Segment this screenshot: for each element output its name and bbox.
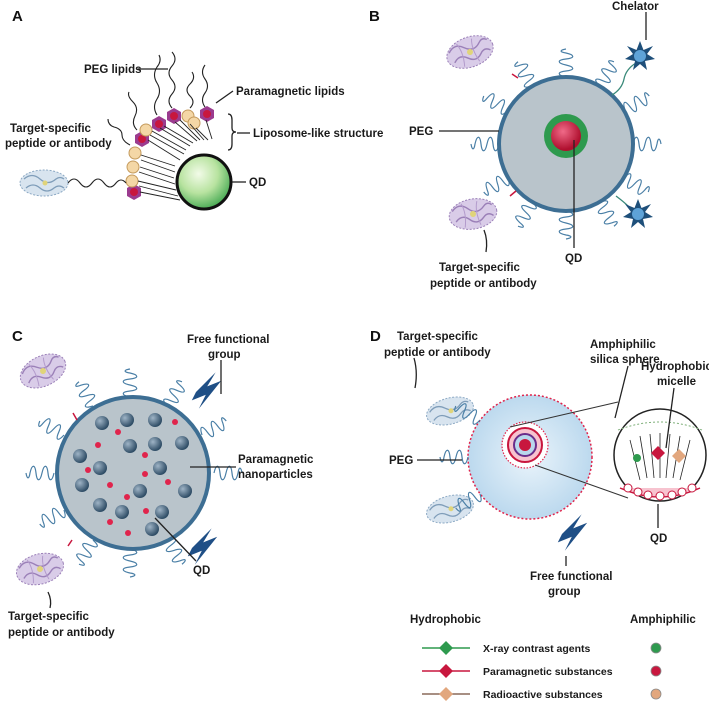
legend: Hydrophobic Amphiphilic X-ray contrast a… xyxy=(410,614,696,701)
zoom-line xyxy=(534,464,629,499)
label-qd-d: QD xyxy=(650,533,667,545)
panel-b: B xyxy=(369,1,662,290)
xray-amphiphilic-icon xyxy=(650,642,662,654)
linker-b-bottom xyxy=(509,190,517,197)
panel-a-letter: A xyxy=(12,8,23,25)
chelator-icon xyxy=(623,199,653,228)
panel-d: D xyxy=(370,328,709,598)
free-functional-group-icon xyxy=(191,372,222,409)
label-qd-b: QD xyxy=(565,253,582,265)
paramagnetic-amphiphilic-icon xyxy=(650,665,662,677)
lipid-heads xyxy=(125,106,214,200)
label-qd-c: QD xyxy=(193,565,210,577)
xray-hydrophobic-icon xyxy=(439,641,453,655)
legend-label-paramagnetic: Paramagnetic substances xyxy=(483,666,613,678)
lipid-inner-tails xyxy=(137,119,213,201)
label-amphiphilic-silica-1: Amphiphilic xyxy=(590,339,656,351)
radioactive-hydrophobic-icon xyxy=(439,687,453,701)
label-chelator: Chelator xyxy=(612,1,659,13)
legend-header-hydrophobic: Hydrophobic xyxy=(410,614,482,626)
chelator-linker-top xyxy=(611,62,637,96)
label-free-functional-c-2: group xyxy=(208,349,241,361)
target-antibody-b-top xyxy=(441,28,499,76)
label-qd-a: QD xyxy=(249,177,266,189)
magnified-view xyxy=(613,408,707,502)
label-target-specific-a-1: Target-specific xyxy=(10,123,92,135)
linker-c-top xyxy=(72,412,78,421)
label-paramagnetic-np-1: Paramagnetic xyxy=(238,454,314,466)
panel-c-letter: C xyxy=(12,328,23,345)
linker-b-top xyxy=(511,73,519,79)
label-target-specific-c-1: Target-specific xyxy=(8,611,90,623)
panel-b-letter: B xyxy=(369,8,380,25)
target-antibody-c-bottom xyxy=(12,547,68,591)
micelle-core-d xyxy=(501,421,549,469)
label-free-functional-d-1: Free functional xyxy=(530,571,612,583)
target-antibody-b-bottom xyxy=(446,194,500,234)
paramagnetic-core-b xyxy=(551,121,581,151)
label-free-functional-d-2: group xyxy=(548,586,581,598)
label-peg-d: PEG xyxy=(389,455,413,467)
label-peg-lipids: PEG lipids xyxy=(84,64,142,76)
particle-c xyxy=(55,395,211,551)
paramagnetic-lipids-leader xyxy=(215,90,234,104)
qd-core xyxy=(175,153,233,211)
chelator-icon xyxy=(625,41,655,70)
label-liposome-like: Liposome-like structure xyxy=(253,128,383,140)
target-antibody-d-top xyxy=(422,391,478,431)
label-target-specific-a-2: peptide or antibody xyxy=(5,138,112,150)
micelle-leader xyxy=(665,387,675,449)
label-target-specific-b-2: peptide or antibody xyxy=(430,278,537,290)
label-hydrophobic-micelle-1: Hydrophobic xyxy=(641,361,709,373)
silica-leader xyxy=(614,365,629,419)
zoom-line xyxy=(509,401,619,428)
label-peg-b: PEG xyxy=(409,126,433,138)
label-target-specific-b-1: Target-specific xyxy=(439,262,521,274)
free-functional-group-icon xyxy=(557,514,588,551)
free-functional-group-icon xyxy=(187,528,218,565)
target-antibody-c-top xyxy=(14,346,72,396)
label-paramagnetic-np-2: nanoparticles xyxy=(238,469,313,481)
panel-a: A xyxy=(5,8,383,211)
legend-label-radioactive: Radioactive substances xyxy=(483,689,603,701)
legend-header-amphiphilic: Amphiphilic xyxy=(630,614,696,626)
label-hydrophobic-micelle-2: micelle xyxy=(657,376,696,388)
antibody-linker-a xyxy=(67,178,127,188)
paramagnetic-nanoparticles xyxy=(73,413,192,536)
panel-c: C xyxy=(8,328,314,639)
liposome-brace xyxy=(227,113,237,151)
label-amphiphilic-silica-2: silica sphere xyxy=(590,354,660,366)
paramagnetic-hydrophobic-icon xyxy=(439,664,453,678)
peg-lipid-tails xyxy=(107,51,209,146)
label-free-functional-c-1: Free functional xyxy=(187,334,269,346)
antibody-leader-d xyxy=(413,357,417,389)
panel-d-letter: D xyxy=(370,328,381,345)
label-target-specific-d-2: peptide or antibody xyxy=(384,347,491,359)
antibody-leader-b xyxy=(483,229,488,253)
linker-c-bottom xyxy=(67,539,73,547)
label-target-specific-d-1: Target-specific xyxy=(397,331,479,343)
radioactive-amphiphilic-icon xyxy=(650,688,662,700)
legend-label-xray: X-ray contrast agents xyxy=(483,643,591,655)
qd-dots-c xyxy=(85,419,178,536)
qd-leader-c xyxy=(154,517,197,562)
label-target-specific-c-2: peptide or antibody xyxy=(8,627,115,639)
label-paramagnetic-lipids: Paramagnetic lipids xyxy=(236,86,345,98)
target-antibody-a xyxy=(19,169,69,197)
antibody-leader-c xyxy=(47,591,52,609)
